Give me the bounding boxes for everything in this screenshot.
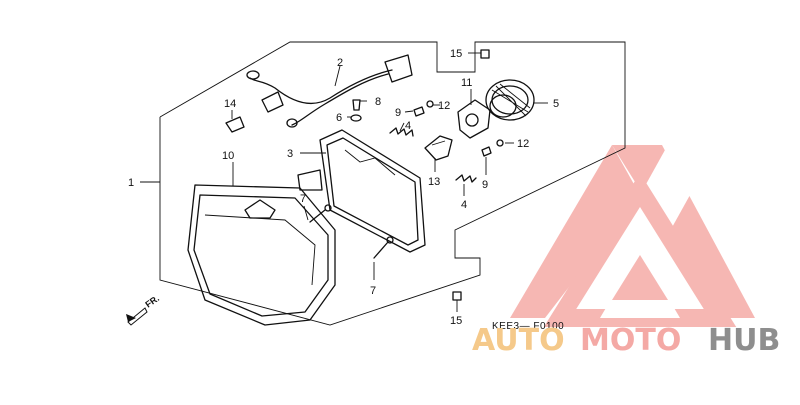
callout-9b: 9: [482, 179, 488, 191]
watermark-auto: AUTO: [472, 323, 565, 358]
bolt-upper: [480, 49, 490, 59]
callout-15a: 15: [450, 48, 462, 60]
callout-4a: 4: [405, 120, 411, 132]
watermark-hub: HUB: [708, 323, 780, 358]
headlight-lens-part: [187, 184, 336, 326]
callout-3: 3: [287, 148, 293, 160]
diagram-code: KEE3— F0100: [492, 321, 564, 332]
washer-part: [350, 99, 362, 122]
callout-1: 1: [128, 177, 134, 189]
callout-6: 6: [336, 112, 342, 124]
callout-15b: 15: [450, 315, 462, 327]
nut-upper: [413, 106, 425, 117]
callout-11: 11: [461, 77, 472, 89]
headlight-bulb-part: [424, 135, 453, 161]
assembly-outline: [159, 41, 626, 326]
callout-8: 8: [375, 96, 381, 108]
front-label: FR.: [143, 293, 161, 310]
callout-7b: 7: [370, 285, 376, 297]
callout-9a: 9: [395, 107, 401, 119]
callout-labels: 1 2 3 4 4 5 6 7 7 8 9 9 10 11 12 12 13 1…: [128, 48, 559, 327]
watermark-wordmark: AUTO MOTO HUB: [472, 323, 780, 358]
callout-13: 13: [428, 176, 440, 188]
position-bulb-part: [225, 116, 245, 133]
callout-10: 10: [222, 150, 234, 162]
callout-14: 14: [224, 98, 236, 110]
screw-upper: [426, 100, 434, 108]
headlight-housing-part: [297, 129, 426, 253]
callout-2: 2: [337, 57, 343, 69]
watermark-logo-mark: [510, 145, 755, 327]
callout-4b: 4: [461, 199, 467, 211]
callout-7a: 7: [300, 193, 306, 205]
adjusting-spring-lower: [455, 174, 477, 183]
nut-lower: [481, 146, 492, 157]
mounting-screw-right: [373, 236, 394, 259]
wire-harness-part: [246, 54, 413, 128]
callout-5: 5: [553, 98, 559, 110]
adjusting-spring-upper: [389, 127, 414, 137]
watermark-moto: MOTO: [580, 323, 681, 358]
callout-12b: 12: [517, 138, 529, 150]
screw-lower: [496, 139, 504, 147]
mounting-screw-left: [309, 204, 332, 223]
front-direction-indicator: FR.: [126, 293, 161, 326]
callout-12a: 12: [438, 100, 450, 112]
leader-lines: [140, 52, 548, 312]
bulb-socket-part: [457, 99, 491, 139]
dust-cover-part: [485, 79, 535, 121]
bolt-lower: [452, 291, 462, 301]
